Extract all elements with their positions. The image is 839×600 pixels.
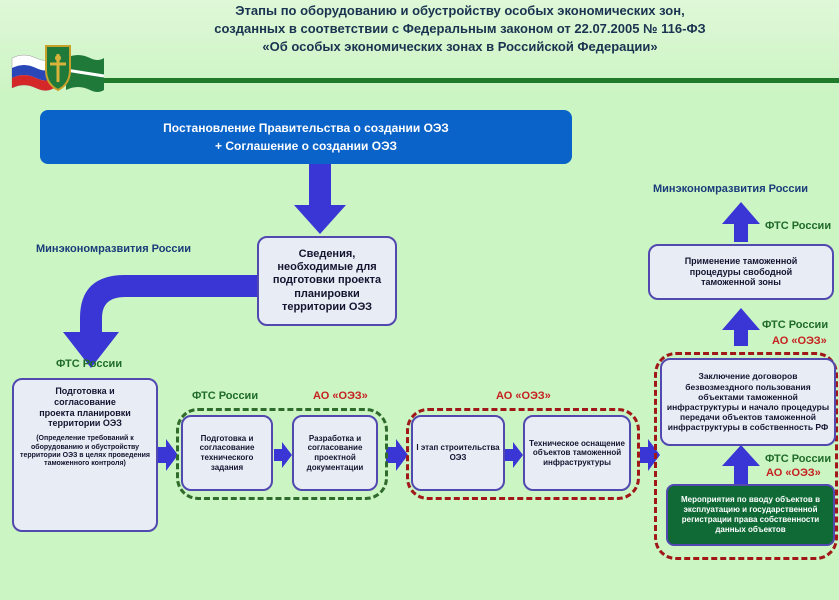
commissioning-text: Мероприятия по вводу объектов в эксплуат… <box>681 495 820 534</box>
arrow-up-from-commissioning <box>722 445 760 484</box>
label-ao-low-right: АО «ОЭЗ» <box>766 467 821 479</box>
arrow-group1-to-group2 <box>386 439 408 471</box>
arrow-up-to-free-zone-2 <box>722 308 760 346</box>
customs-emblem-icon <box>11 45 105 92</box>
title-line-1: Этапы по оборудованию и обустройству осо… <box>235 3 685 18</box>
arrow-curve-to-planning <box>63 275 258 368</box>
construction-stage-box: I этап строительства ОЭЗ <box>411 415 505 491</box>
territory-info-line-2: необходимые для <box>277 261 377 274</box>
label-fts-low-right: ФТС России <box>765 453 832 465</box>
territory-info-box: Сведения, необходимые для подготовки про… <box>257 236 397 326</box>
commissioning-box: Мероприятия по вводу объектов в эксплуат… <box>666 484 835 546</box>
label-mineconom-left: Минэкономразвития России <box>36 243 192 255</box>
territory-info-line-3: подготовки проекта <box>272 274 382 287</box>
group-right-dashed <box>654 352 838 560</box>
title-line-2: созданных в соответствии с Федеральным з… <box>214 21 706 36</box>
territory-info-line-1: Сведения, <box>298 248 356 261</box>
free-zone-procedure-box: Применение таможенной процедуры свободно… <box>648 244 834 300</box>
arrow-group2-to-right <box>640 439 660 471</box>
arrow-build-to-equip <box>505 442 523 468</box>
planning-project-line-3: проекта планировки <box>39 407 131 418</box>
arrow-to-group1 <box>156 439 178 471</box>
arrow-up-to-free-zone <box>722 202 760 242</box>
construction-stage-text: I этап строительства ОЭЗ <box>416 443 500 462</box>
label-ao-mid-right: АО «ОЭЗ» <box>772 335 827 347</box>
technical-task-text: Подготовка и согласование технического з… <box>199 433 255 472</box>
title-line-3: «Об особых экономических зонах в Российс… <box>262 39 658 54</box>
label-fts-group1: ФТС России <box>192 390 259 402</box>
technical-equipment-text: Техническое оснащение объектов таможенно… <box>529 438 625 467</box>
planning-project-note: (Определение требований к оборудованию и… <box>20 435 150 468</box>
planning-project-line-4: территории ОЭЗ <box>48 418 122 429</box>
group-fts-ao-dashed <box>176 408 388 500</box>
label-fts-top-right: ФТС России <box>765 220 832 232</box>
label-fts-mid-right: ФТС России <box>762 319 829 331</box>
agreements-box: Заключение договоров безвозмездного поль… <box>660 358 836 446</box>
technical-task-box: Подготовка и согласование технического з… <box>181 415 273 491</box>
label-ao-group1: АО «ОЭЗ» <box>313 390 368 402</box>
label-fts-left: ФТС России <box>56 358 123 370</box>
planning-project-box: Подготовка и согласование проекта планир… <box>12 378 158 532</box>
group-ao-dashed <box>406 408 640 500</box>
free-zone-procedure-text: Применение таможенной процедуры свободно… <box>684 255 798 288</box>
header-band <box>0 0 839 92</box>
territory-info-line-4: планировки <box>294 287 360 300</box>
arrow-down-to-info <box>294 164 346 234</box>
label-ao-group2: АО «ОЭЗ» <box>496 390 551 402</box>
government-decree-line-1: Постановление Правительства о создании О… <box>163 121 449 135</box>
government-decree-box: Постановление Правительства о создании О… <box>40 110 572 164</box>
project-docs-box: Разработка и согласование проектной доку… <box>292 415 378 491</box>
government-decree-line-2: + Соглашение о создании ОЭЗ <box>215 139 397 153</box>
header-divider <box>96 78 839 83</box>
planning-project-line-2: согласование <box>54 396 116 407</box>
project-docs-text: Разработка и согласование проектной доку… <box>306 433 364 472</box>
territory-info-line-5: территории ОЭЗ <box>281 300 373 313</box>
technical-equipment-box: Техническое оснащение объектов таможенно… <box>523 415 631 491</box>
planning-project-line-1: Подготовка и <box>55 386 115 396</box>
label-mineconom-right: Минэкономразвития России <box>653 183 809 195</box>
agreements-text: Заключение договоров безвозмездного поль… <box>666 371 830 433</box>
arrow-tech-to-docs <box>274 442 292 468</box>
